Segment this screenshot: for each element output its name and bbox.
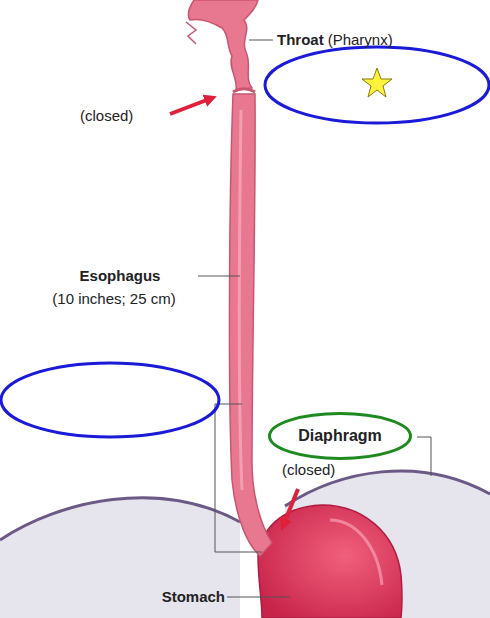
part-label: (Pharynx) xyxy=(328,31,393,48)
part-label: (closed) xyxy=(80,107,133,124)
blank-callout xyxy=(265,47,489,123)
throat-detail xyxy=(186,22,196,44)
label-row: Esophagus xyxy=(80,267,161,285)
leader-line xyxy=(227,597,290,598)
throat-shape xyxy=(188,0,258,90)
ellipse-stroke xyxy=(270,414,411,459)
stomach-highlight xyxy=(330,520,382,585)
label-ellipse: Diaphragm xyxy=(268,412,412,460)
label-row: (closed) xyxy=(80,107,133,125)
label-row: Stomach xyxy=(162,588,225,606)
esophagus-tube xyxy=(229,94,272,556)
upper-sphincter xyxy=(233,89,255,92)
part-label: Throat xyxy=(277,31,324,48)
leader-line xyxy=(198,276,240,277)
star-marker xyxy=(362,68,392,97)
leader-line xyxy=(249,40,273,41)
closed-arrow xyxy=(170,98,212,114)
node-text: Diaphragm xyxy=(298,427,382,445)
part-label: (10 inches; 25 cm) xyxy=(52,290,175,307)
part-label: Stomach xyxy=(162,588,225,605)
diaphragm-region xyxy=(0,498,240,618)
bracket xyxy=(417,437,431,476)
part-label: Esophagus xyxy=(80,267,161,284)
label-row: (10 inches; 25 cm) xyxy=(52,290,175,308)
diaphragm-line xyxy=(0,498,240,540)
esophagus-highlight xyxy=(239,110,242,490)
label-row: (closed) xyxy=(282,461,335,479)
label-row: Throat(Pharynx) xyxy=(277,31,393,49)
bracket xyxy=(215,404,262,552)
closed-arrow xyxy=(283,489,298,526)
part-label: (closed) xyxy=(282,461,335,478)
blank-callout xyxy=(1,363,219,437)
stomach-shape xyxy=(258,505,402,618)
